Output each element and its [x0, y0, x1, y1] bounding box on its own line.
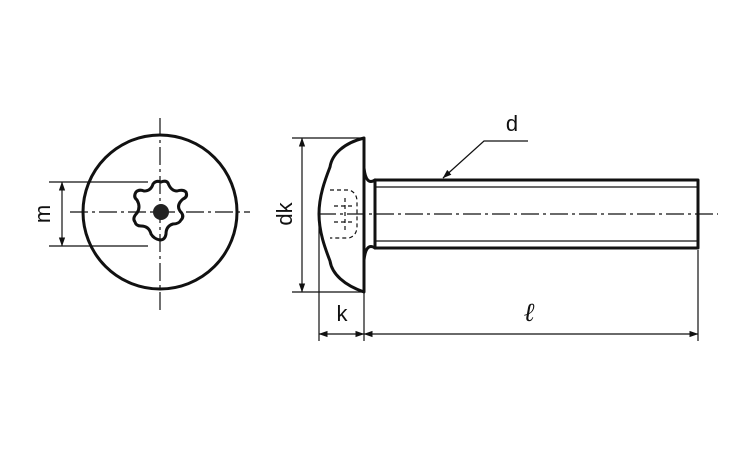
dk-label: dk [272, 201, 297, 225]
recess-center-pin [153, 204, 169, 220]
k-label: k [337, 301, 349, 326]
hidden-recess-outline [330, 189, 358, 239]
hexalobular-recess-icon [132, 179, 189, 242]
l-label: ℓ [524, 298, 535, 327]
threaded-shank [373, 178, 700, 250]
d-leader-line [442, 140, 528, 179]
m-label: m [30, 205, 55, 223]
pan-head-profile [317, 136, 366, 294]
side-view: dk k ℓ d [272, 111, 718, 341]
head-outline-circle [81, 133, 239, 291]
end-view: m [30, 118, 250, 310]
d-label: d [506, 111, 518, 136]
